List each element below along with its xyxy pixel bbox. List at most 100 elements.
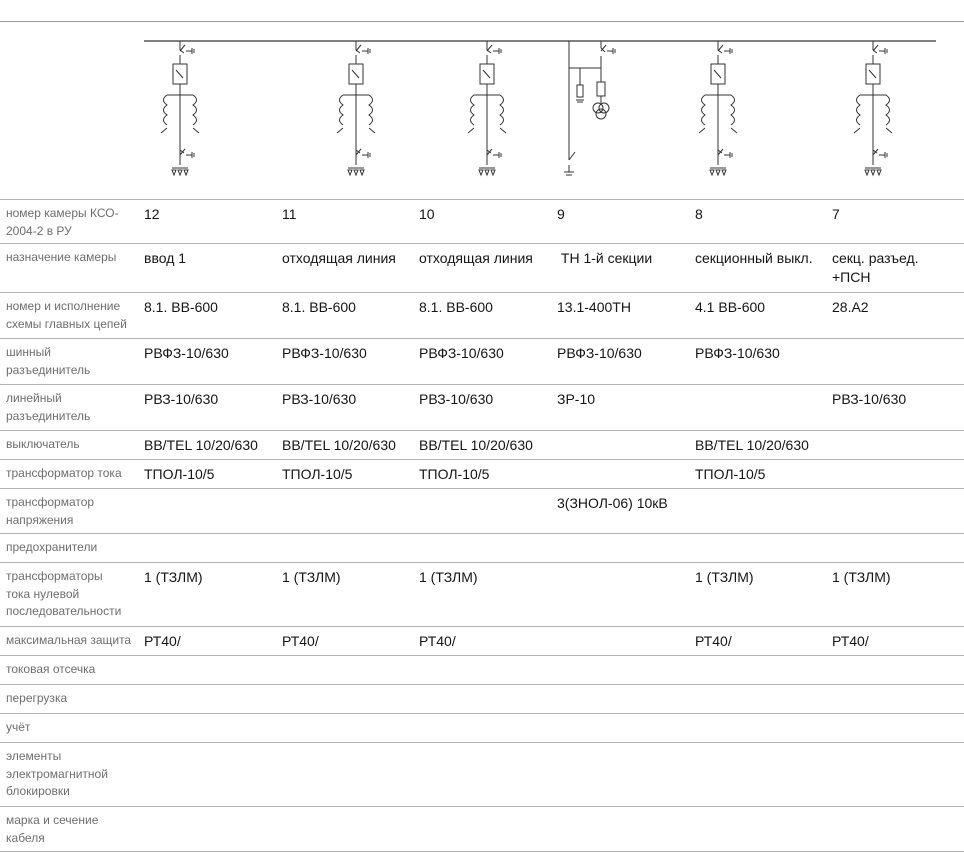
scheme-stroke [715,169,721,177]
scheme-stroke [568,151,576,161]
scheme-stroke [355,49,361,54]
scheme-stroke [355,44,362,52]
scheme-stroke [347,169,353,177]
cell-line: 1 (ТЗЛМ) [419,569,478,585]
scheme-outgoing-2 [467,41,507,177]
cell-zero-seq-ct-col1: 1 (ТЗЛМ) [144,568,203,587]
cell-chamber-purpose-col1: ввод 1 [144,249,186,268]
cell-main-circuit-scheme-col3: 8.1. ВВ-600 [419,298,493,317]
row-label: трансформатор тока [6,465,134,483]
scheme-sectional-disconnector [853,41,893,177]
row-label: учёт [6,719,134,737]
scheme-stroke [600,44,607,52]
scheme-stroke [336,127,344,134]
scheme-stroke [717,49,723,54]
scheme-stroke [482,69,491,79]
row-label-line: кабеля [6,830,45,845]
row-divider [0,384,964,385]
scheme-stroke [177,169,183,177]
cell-zero-seq-ct-col5: 1 (ТЗЛМ) [695,568,754,587]
cell-line: ТПОЛ-10/5 [282,466,353,482]
cell-line: BB/TEL 10/20/630 [419,437,533,453]
cell-circuit-breaker-col5: BB/TEL 10/20/630 [695,436,809,455]
row-label-line: трансформатор тока [6,466,122,480]
cell-main-circuit-scheme-col1: 8.1. ВВ-600 [144,298,218,317]
ct-coil [730,94,735,126]
cell-line: ТПОЛ-10/5 [419,466,490,482]
cell-main-circuit-scheme-col6: 28.А2 [832,298,869,317]
cell-main-circuit-scheme-col4: 13.1-400ТН [557,298,631,317]
cell-chamber-purpose-col5: секционный выкл. [695,249,813,268]
cell-line: РВФЗ-10/630 [557,345,642,361]
scheme-stroke [876,169,882,177]
cell-line: РВЗ-10/630 [282,391,357,407]
cell-line: РВЗ-10/630 [832,391,907,407]
cell-line: 11 [282,206,297,222]
cell-max-protection-col6: РТ40/ [832,632,869,651]
row-label-line: электромагнитной [6,766,108,781]
scheme-stroke [467,127,475,134]
cell-chamber-number-col3: 10 [419,205,435,224]
cell-line: 28.А2 [832,299,869,315]
row-divider [0,806,964,807]
cell-line: BB/TEL 10/20/630 [282,437,396,453]
row-divider [0,199,964,200]
scheme-stroke [486,44,493,52]
row-divider [0,533,964,534]
scheme-stroke [175,69,184,79]
cell-current-transformer-col1: ТПОЛ-10/5 [144,465,214,484]
cell-line: РТ40/ [695,633,732,649]
row-label: назначение камеры [6,249,134,267]
ct-coil [470,94,475,126]
cell-circuit-breaker-col3: BB/TEL 10/20/630 [419,436,533,455]
row-divider [0,488,964,489]
cell-line: 8.1. ВВ-600 [419,299,493,315]
ct-coil [701,94,706,126]
ct-coil [499,94,504,126]
cell-line: 8.1. ВВ-600 [282,299,356,315]
cell-line: секционный выкл. [695,250,813,266]
scheme-stroke [478,169,484,177]
cell-line: 9 [557,206,565,222]
row-label-line: линейный [6,391,62,405]
cell-line-disconnector-col4: ЗР-10 [557,390,595,409]
row-label-line: номер камеры КСО- [6,206,119,220]
scheme-stroke [872,149,878,154]
row-label-line: блокировки [6,784,70,798]
cell-chamber-number-col5: 8 [695,205,703,224]
scheme-stroke [864,169,870,177]
cell-line: ЗР-10 [557,391,596,407]
scheme-incoming [160,41,200,177]
row-divider [0,292,964,293]
row-label-line: трансформатор [6,495,95,509]
scheme-stroke [713,69,722,79]
single-line-diagram [144,40,936,177]
cell-chamber-number-col4: 9 [557,205,565,224]
row-divider [0,21,964,22]
cell-voltage-transformer-col4: 3(ЗНОЛ-06) 10кВ [557,494,668,513]
scheme-stroke [179,49,185,54]
cell-line-disconnector-col1: РВЗ-10/630 [144,390,218,409]
cell-bus-disconnector-col3: РВФЗ-10/630 [419,344,504,363]
scheme-stroke [368,127,376,134]
scheme-stroke [709,169,715,177]
cell-line: 1 (ТЗЛМ) [695,569,754,585]
cell-line: 8.1. ВВ-600 [144,299,218,315]
row-label-line: схемы главных цепей [6,316,127,331]
cell-line: 8 [695,206,703,222]
row-label-line: учёт [6,720,31,734]
cell-line: 1 (ТЗЛМ) [144,569,203,585]
cell-line-disconnector-col2: РВЗ-10/630 [282,390,356,409]
cell-max-protection-col2: РТ40/ [282,632,319,651]
row-label-line: шинный [6,345,51,359]
cell-circuit-breaker-col2: BB/TEL 10/20/630 [282,436,396,455]
